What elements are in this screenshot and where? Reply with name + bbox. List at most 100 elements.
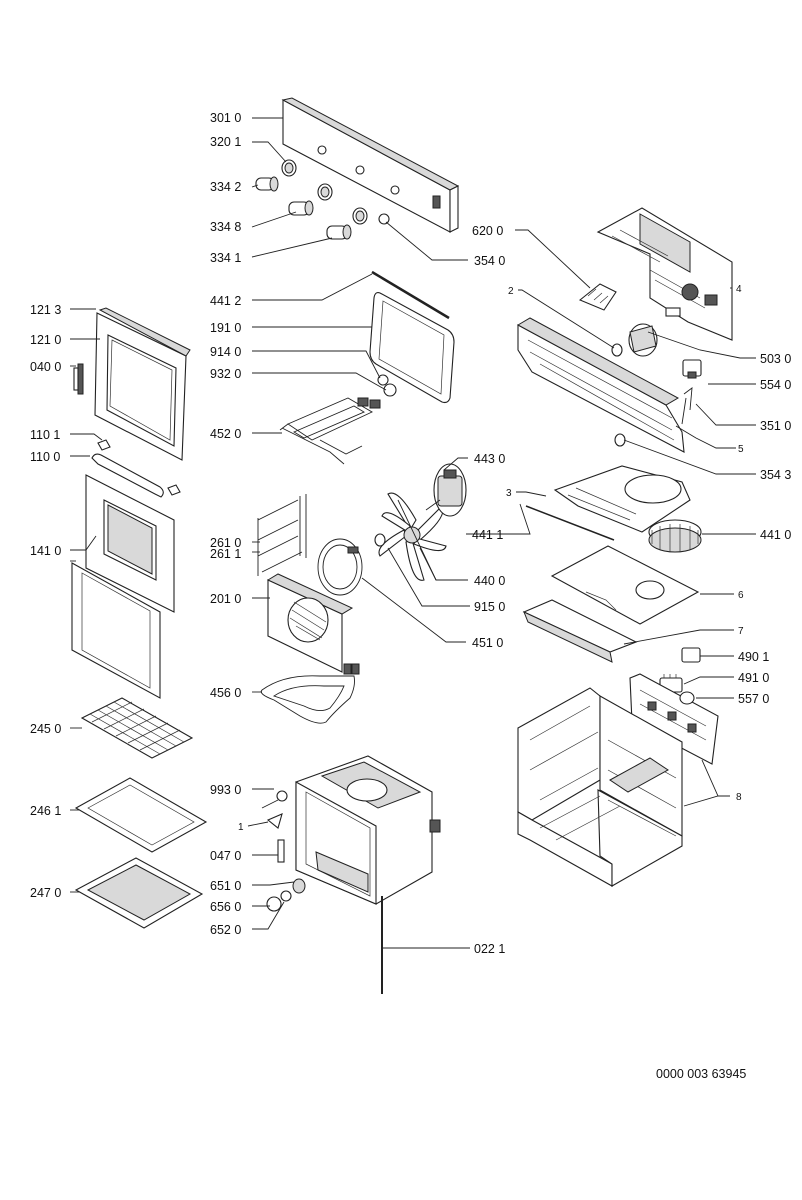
knob-ring-3 xyxy=(352,207,368,225)
label-8: 8 xyxy=(736,792,742,803)
label-121-0: 121 0 xyxy=(30,333,61,347)
label-246-1: 246 1 xyxy=(30,804,61,818)
handle-spacer-2 xyxy=(167,484,181,496)
label-245-0: 245 0 xyxy=(30,722,61,736)
label-022-1: 022 1 xyxy=(474,942,505,956)
label-261-1: 261 1 xyxy=(210,547,241,561)
label-652-0: 652 0 xyxy=(210,923,241,937)
indicator-lamp xyxy=(378,213,390,225)
label-620-0: 620 0 xyxy=(472,224,503,238)
tangential-fan xyxy=(648,519,702,553)
document-number: 0000 003 63945 xyxy=(656,1067,747,1081)
oven-outer-frame xyxy=(517,687,683,887)
label-932-0: 932 0 xyxy=(210,367,241,381)
knob-3 xyxy=(326,224,352,240)
fan-motor xyxy=(425,463,467,517)
control-panel xyxy=(281,97,460,233)
door-stop xyxy=(277,839,285,863)
label-6: 6 xyxy=(738,590,744,601)
heater-gasket xyxy=(377,374,389,386)
label-2: 2 xyxy=(508,286,514,297)
label-441-1: 441 1 xyxy=(472,528,503,542)
top-cover-plate xyxy=(550,545,700,625)
knob-1 xyxy=(255,176,279,192)
label-490-1: 490 1 xyxy=(738,650,769,664)
cooling-fan-duct xyxy=(553,465,691,533)
label-441-0: 441 0 xyxy=(760,528,791,542)
label-301-0: 301 0 xyxy=(210,111,241,125)
label-557-0: 557 0 xyxy=(738,692,769,706)
front-trim-strip xyxy=(522,599,638,663)
oven-cavity xyxy=(295,755,441,905)
leader-lines xyxy=(70,117,756,949)
rear-electronics-panel xyxy=(596,207,733,341)
label-247-0: 247 0 xyxy=(30,886,61,900)
outer-door-glass xyxy=(85,474,175,613)
door-seal-gasket xyxy=(369,292,455,404)
wire-shelf xyxy=(80,697,194,759)
circular-heating-element xyxy=(317,538,363,596)
top-heating-element xyxy=(279,397,381,465)
spring-clip xyxy=(266,813,283,829)
neon-lamp xyxy=(679,691,695,705)
deep-baking-tray xyxy=(74,857,204,929)
oven-lamp xyxy=(266,878,306,912)
label-3: 3 xyxy=(506,488,512,499)
label-320-1: 320 1 xyxy=(210,135,241,149)
label-651-0: 651 0 xyxy=(210,879,241,893)
thermostat-switch xyxy=(682,359,702,379)
label-5: 5 xyxy=(738,444,744,455)
label-491-0: 491 0 xyxy=(738,671,769,685)
label-261-0: 261 0 xyxy=(210,536,241,550)
terminal-block xyxy=(578,283,617,311)
door-switch xyxy=(681,647,701,663)
label-334-1: 334 1 xyxy=(210,251,241,265)
fan-blade xyxy=(378,492,447,581)
small-lamp xyxy=(611,343,623,357)
label-915-0: 915 0 xyxy=(474,600,505,614)
inner-door-glass xyxy=(71,562,161,699)
cooling-fan-motor xyxy=(628,323,658,357)
label-110-0: 110 0 xyxy=(30,450,60,464)
label-110-1: 110 1 xyxy=(30,428,60,442)
label-443-0: 443 0 xyxy=(474,452,505,466)
knob-ring-2 xyxy=(317,183,333,201)
label-1: 1 xyxy=(238,822,244,833)
callout-labels: 301 0 320 1 334 2 334 8 334 1 354 0 620 … xyxy=(30,111,791,956)
label-334-8: 334 8 xyxy=(210,220,241,234)
label-456-0: 456 0 xyxy=(210,686,241,700)
inner-door-frame xyxy=(94,307,191,461)
fan-nut xyxy=(374,533,386,547)
air-baffle xyxy=(525,505,615,541)
fan-cover xyxy=(266,573,354,673)
handle-spacer xyxy=(97,439,111,451)
label-451-0: 451 0 xyxy=(472,636,503,650)
lamp-screw xyxy=(261,790,288,809)
fan-shroud-bracket xyxy=(516,317,685,453)
thermal-probe xyxy=(681,387,693,425)
bottom-heating-element xyxy=(260,663,360,724)
baking-tray-flat xyxy=(74,777,208,853)
label-047-0: 047 0 xyxy=(210,849,241,863)
label-191-0: 191 0 xyxy=(210,321,241,335)
small-lamp-2 xyxy=(614,433,626,447)
knob-ring-1 xyxy=(281,159,297,177)
label-121-3: 121 3 xyxy=(30,303,61,317)
label-040-0: 040 0 xyxy=(30,360,61,374)
label-503-0: 503 0 xyxy=(760,352,791,366)
gasket-strip xyxy=(371,270,450,320)
label-7: 7 xyxy=(738,626,744,637)
label-656-0: 656 0 xyxy=(210,900,241,914)
label-354-3: 354 3 xyxy=(760,468,791,482)
label-354-0: 354 0 xyxy=(474,254,505,268)
label-141-0: 141 0 xyxy=(30,544,61,558)
label-452-0: 452 0 xyxy=(210,427,241,441)
label-993-0: 993 0 xyxy=(210,783,241,797)
label-914-0: 914 0 xyxy=(210,345,241,359)
label-554-0: 554 0 xyxy=(760,378,791,392)
label-334-2: 334 2 xyxy=(210,180,241,194)
label-440-0: 440 0 xyxy=(474,574,505,588)
heater-nut xyxy=(383,383,397,397)
door-handle xyxy=(91,453,164,498)
